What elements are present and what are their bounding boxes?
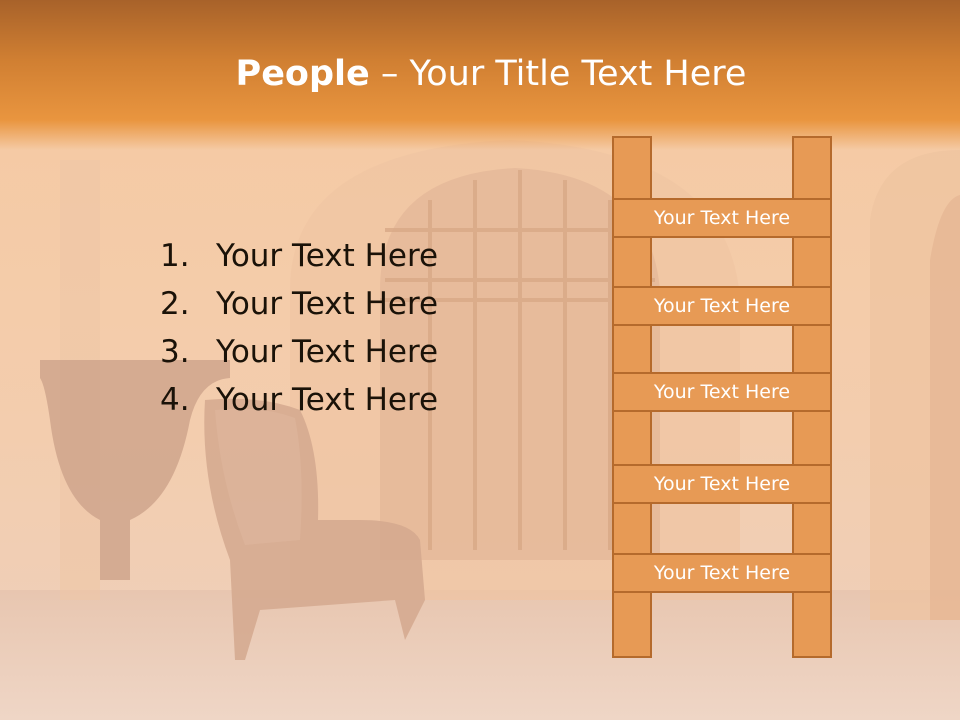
ladder-rung-1: Your Text Here (612, 198, 832, 238)
list-item-number: 3. (160, 334, 190, 370)
slide-title: People – Your Title Text Here (0, 52, 960, 96)
title-bar (0, 0, 960, 150)
list-item: 4. Your Text Here (160, 376, 438, 424)
ladder-rung-2: Your Text Here (612, 286, 832, 326)
list-item-text: Your Text Here (216, 382, 439, 418)
list-item-text: Your Text Here (216, 238, 439, 274)
ladder-diagram: Your Text Here Your Text Here Your Text … (612, 136, 834, 658)
numbered-list: 1. Your Text Here 2. Your Text Here 3. Y… (160, 232, 438, 424)
list-item: 2. Your Text Here (160, 280, 438, 328)
list-item-number: 4. (160, 382, 190, 418)
slide-title-rest: – Your Title Text Here (369, 54, 747, 94)
list-item-text: Your Text Here (216, 286, 439, 322)
list-item-number: 2. (160, 286, 190, 322)
list-item-number: 1. (160, 238, 190, 274)
ladder-rung-4: Your Text Here (612, 464, 832, 504)
list-item: 1. Your Text Here (160, 232, 438, 280)
list-item: 3. Your Text Here (160, 328, 438, 376)
ladder-rung-3: Your Text Here (612, 372, 832, 412)
ladder-rung-5: Your Text Here (612, 553, 832, 593)
slide-title-bold: People (235, 54, 370, 94)
list-item-text: Your Text Here (216, 334, 439, 370)
